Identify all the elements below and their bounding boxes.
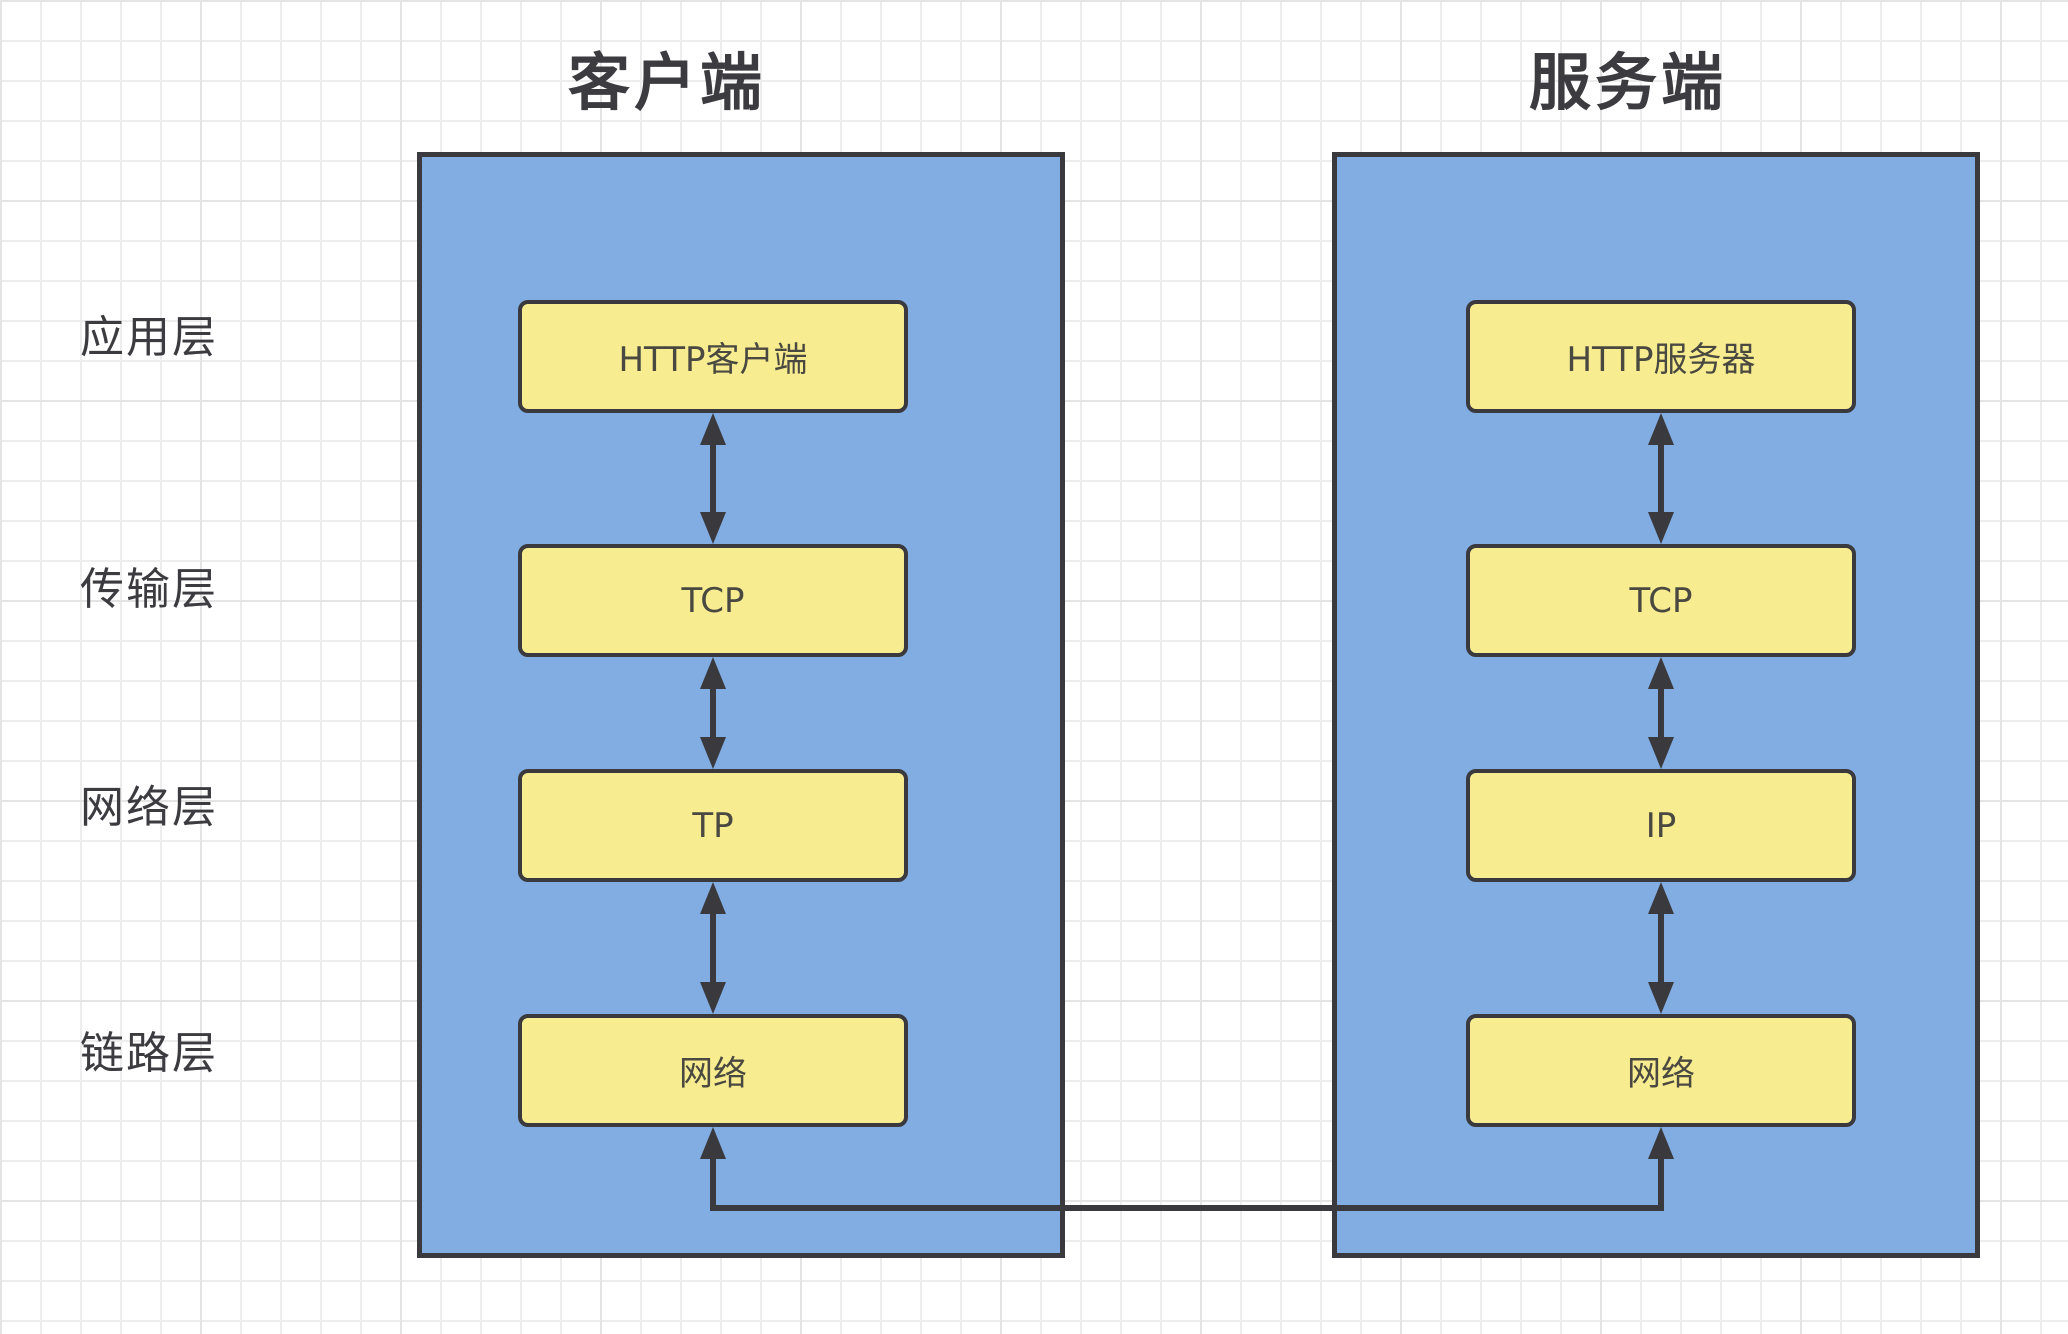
client-box-tcp-label: TCP — [681, 580, 745, 621]
layer-label-network: 网络层 — [80, 782, 218, 833]
layer-label-application: 应用层 — [80, 312, 218, 363]
client-box-http-label: HTTP客户端 — [618, 340, 808, 380]
client-box-http: HTTP客户端 — [518, 300, 908, 413]
layer-label-link: 链路层 — [80, 1028, 218, 1079]
server-box-http-label: HTTP服务器 — [1566, 340, 1756, 380]
server-title: 服务端 — [1528, 46, 1728, 119]
client-box-ip: TP — [518, 769, 908, 882]
server-box-network: 网络 — [1466, 1014, 1856, 1127]
server-box-ip: IP — [1466, 769, 1856, 882]
client-box-network-label: 网络 — [679, 1054, 747, 1094]
client-box-ip-label: TP — [692, 805, 734, 846]
server-box-tcp-label: TCP — [1629, 580, 1693, 621]
server-box-network-label: 网络 — [1627, 1054, 1695, 1094]
client-title: 客户端 — [567, 46, 767, 119]
server-box-tcp: TCP — [1466, 544, 1856, 657]
server-box-ip-label: IP — [1645, 805, 1677, 846]
client-box-network: 网络 — [518, 1014, 908, 1127]
client-box-tcp: TCP — [518, 544, 908, 657]
server-box-http: HTTP服务器 — [1466, 300, 1856, 413]
layer-label-transport: 传输层 — [80, 564, 218, 615]
